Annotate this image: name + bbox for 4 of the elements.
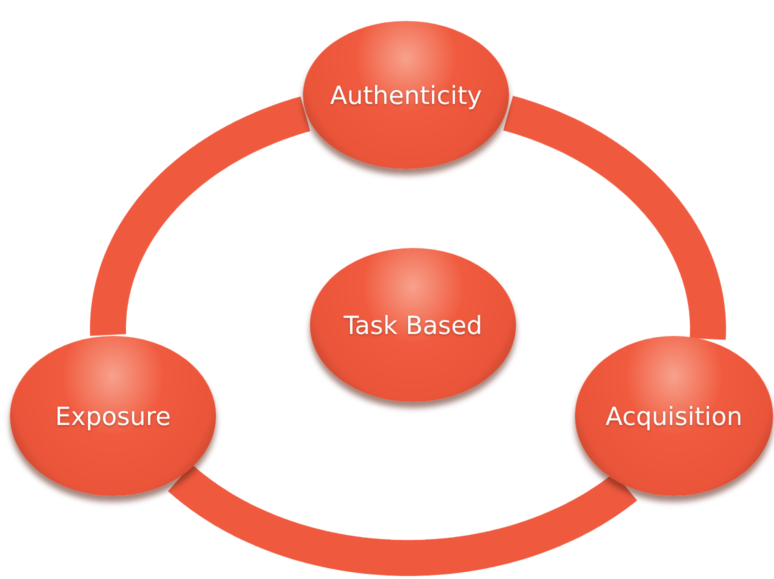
- concept-label: Acquisition: [606, 402, 742, 430]
- concept-label: Exposure: [55, 402, 171, 430]
- concept-label: Authenticity: [330, 80, 482, 110]
- concept-label: Task Based: [344, 310, 482, 340]
